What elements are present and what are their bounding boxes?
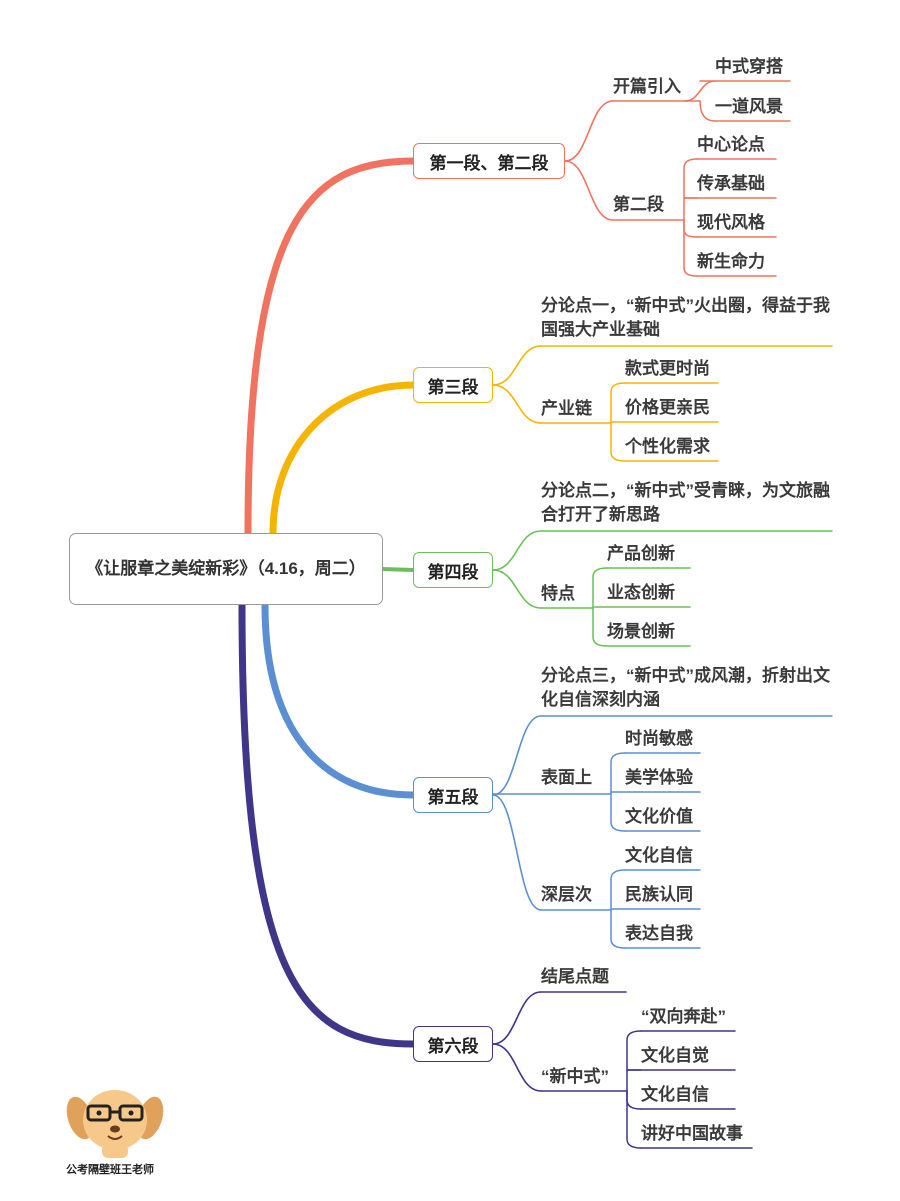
main-branch [269,381,417,537]
main-branch [244,157,417,537]
group-label[interactable]: 深层次 [541,885,592,904]
connector-line [610,909,626,949]
connector-line [492,384,542,424]
leaf-item[interactable]: 产品创新 [607,544,675,563]
connector-line [610,752,626,795]
group-label[interactable]: 表面上 [541,768,592,787]
sub-point[interactable]: 分论点三，“新中式”成风潮，折射出文化自信深刻内涵 [541,666,830,709]
leaf-item[interactable]: 文化价值 [625,807,693,826]
connector-line [564,100,614,162]
leaf-item[interactable]: 民族认同 [625,885,693,904]
sub-point[interactable]: 结尾点题 [541,967,609,986]
leaf-item[interactable]: 文化自信 [641,1085,709,1104]
connector-line [626,1090,642,1149]
connector-line [684,80,716,102]
section-node-3[interactable]: 第三段 [413,367,493,403]
section-node-5[interactable]: 第五段 [413,777,493,813]
connector-line [683,158,698,221]
connector-line [626,1030,642,1092]
leaf-item[interactable]: 传承基础 [697,174,765,193]
leaf-item[interactable]: “双向奔赴” [641,1007,726,1026]
connector-line [610,793,626,832]
section-label: 第六段 [427,1036,479,1056]
leaf-item[interactable]: 价格更亲民 [625,398,710,417]
section-label: 第五段 [427,787,479,807]
group-label[interactable]: “新中式” [541,1067,609,1086]
connector-line [626,1090,642,1110]
connector-line [492,530,542,571]
connector-line [492,569,542,609]
mascot-logo-icon [66,1090,164,1158]
connector-line [610,869,626,911]
connector-line [699,100,716,122]
section-label: 第四段 [427,562,479,582]
leaf-item[interactable]: 表达自我 [625,924,693,943]
leaf-item[interactable]: 场景创新 [607,622,675,641]
leaf-item[interactable]: 美学体验 [625,768,693,787]
main-branch [261,601,417,799]
connector-line [592,607,608,647]
main-branch [381,567,415,572]
leaf-item[interactable]: 个性化需求 [625,437,710,456]
connector-line [592,567,608,609]
section-node-1[interactable]: 第一段、第二段 [413,143,565,179]
section-label: 第一段、第二段 [429,153,549,173]
connector-line [492,715,542,796]
connector-line [610,382,626,424]
sub-point[interactable]: 分论点一，“新中式”火出圈，得益于我国强大产业基础 [541,296,830,339]
leaf-item[interactable]: 业态创新 [607,583,675,602]
section-node-6[interactable]: 第六段 [413,1026,493,1062]
group-label[interactable]: 第二段 [613,195,664,214]
connector-line [610,422,626,462]
section-node-4[interactable]: 第四段 [413,552,493,588]
leaf-item[interactable]: 现代风格 [697,213,765,232]
leaf-item[interactable]: 中心论点 [697,135,765,154]
connector-line [492,1043,542,1092]
main-branch [238,601,417,1048]
leaf-item[interactable]: 讲好中国故事 [641,1124,743,1143]
leaf-item[interactable]: 时尚敏感 [625,729,693,748]
leaf-item[interactable]: 文化自信 [625,846,693,865]
root-title: 《让服章之美绽新彩》（4.16，周二） [86,559,366,578]
watermark-caption: 公考隔壁班王老师 [66,1163,154,1176]
connector-line [683,219,698,277]
leaf-item[interactable]: 一道风景 [715,97,783,116]
group-label[interactable]: 开篇引入 [613,77,681,96]
leaf-item[interactable]: 文化自觉 [641,1046,709,1065]
connector-line [564,160,614,221]
leaf-item[interactable]: 款式更时尚 [625,359,710,378]
connector-line [492,991,542,1045]
group-label[interactable]: 特点 [541,584,575,603]
connector-line [492,794,542,911]
leaf-item[interactable]: 中式穿搭 [715,57,783,76]
section-label: 第三段 [427,377,479,397]
group-label[interactable]: 产业链 [541,399,592,418]
root-topic[interactable]: 《让服章之美绽新彩》（4.16，周二） [69,533,383,605]
leaf-item[interactable]: 新生命力 [697,252,765,271]
sub-point[interactable]: 分论点二，“新中式”受青睐，为文旅融合打开了新思路 [541,481,830,524]
connector-line [492,345,542,386]
connector-line [683,219,698,238]
